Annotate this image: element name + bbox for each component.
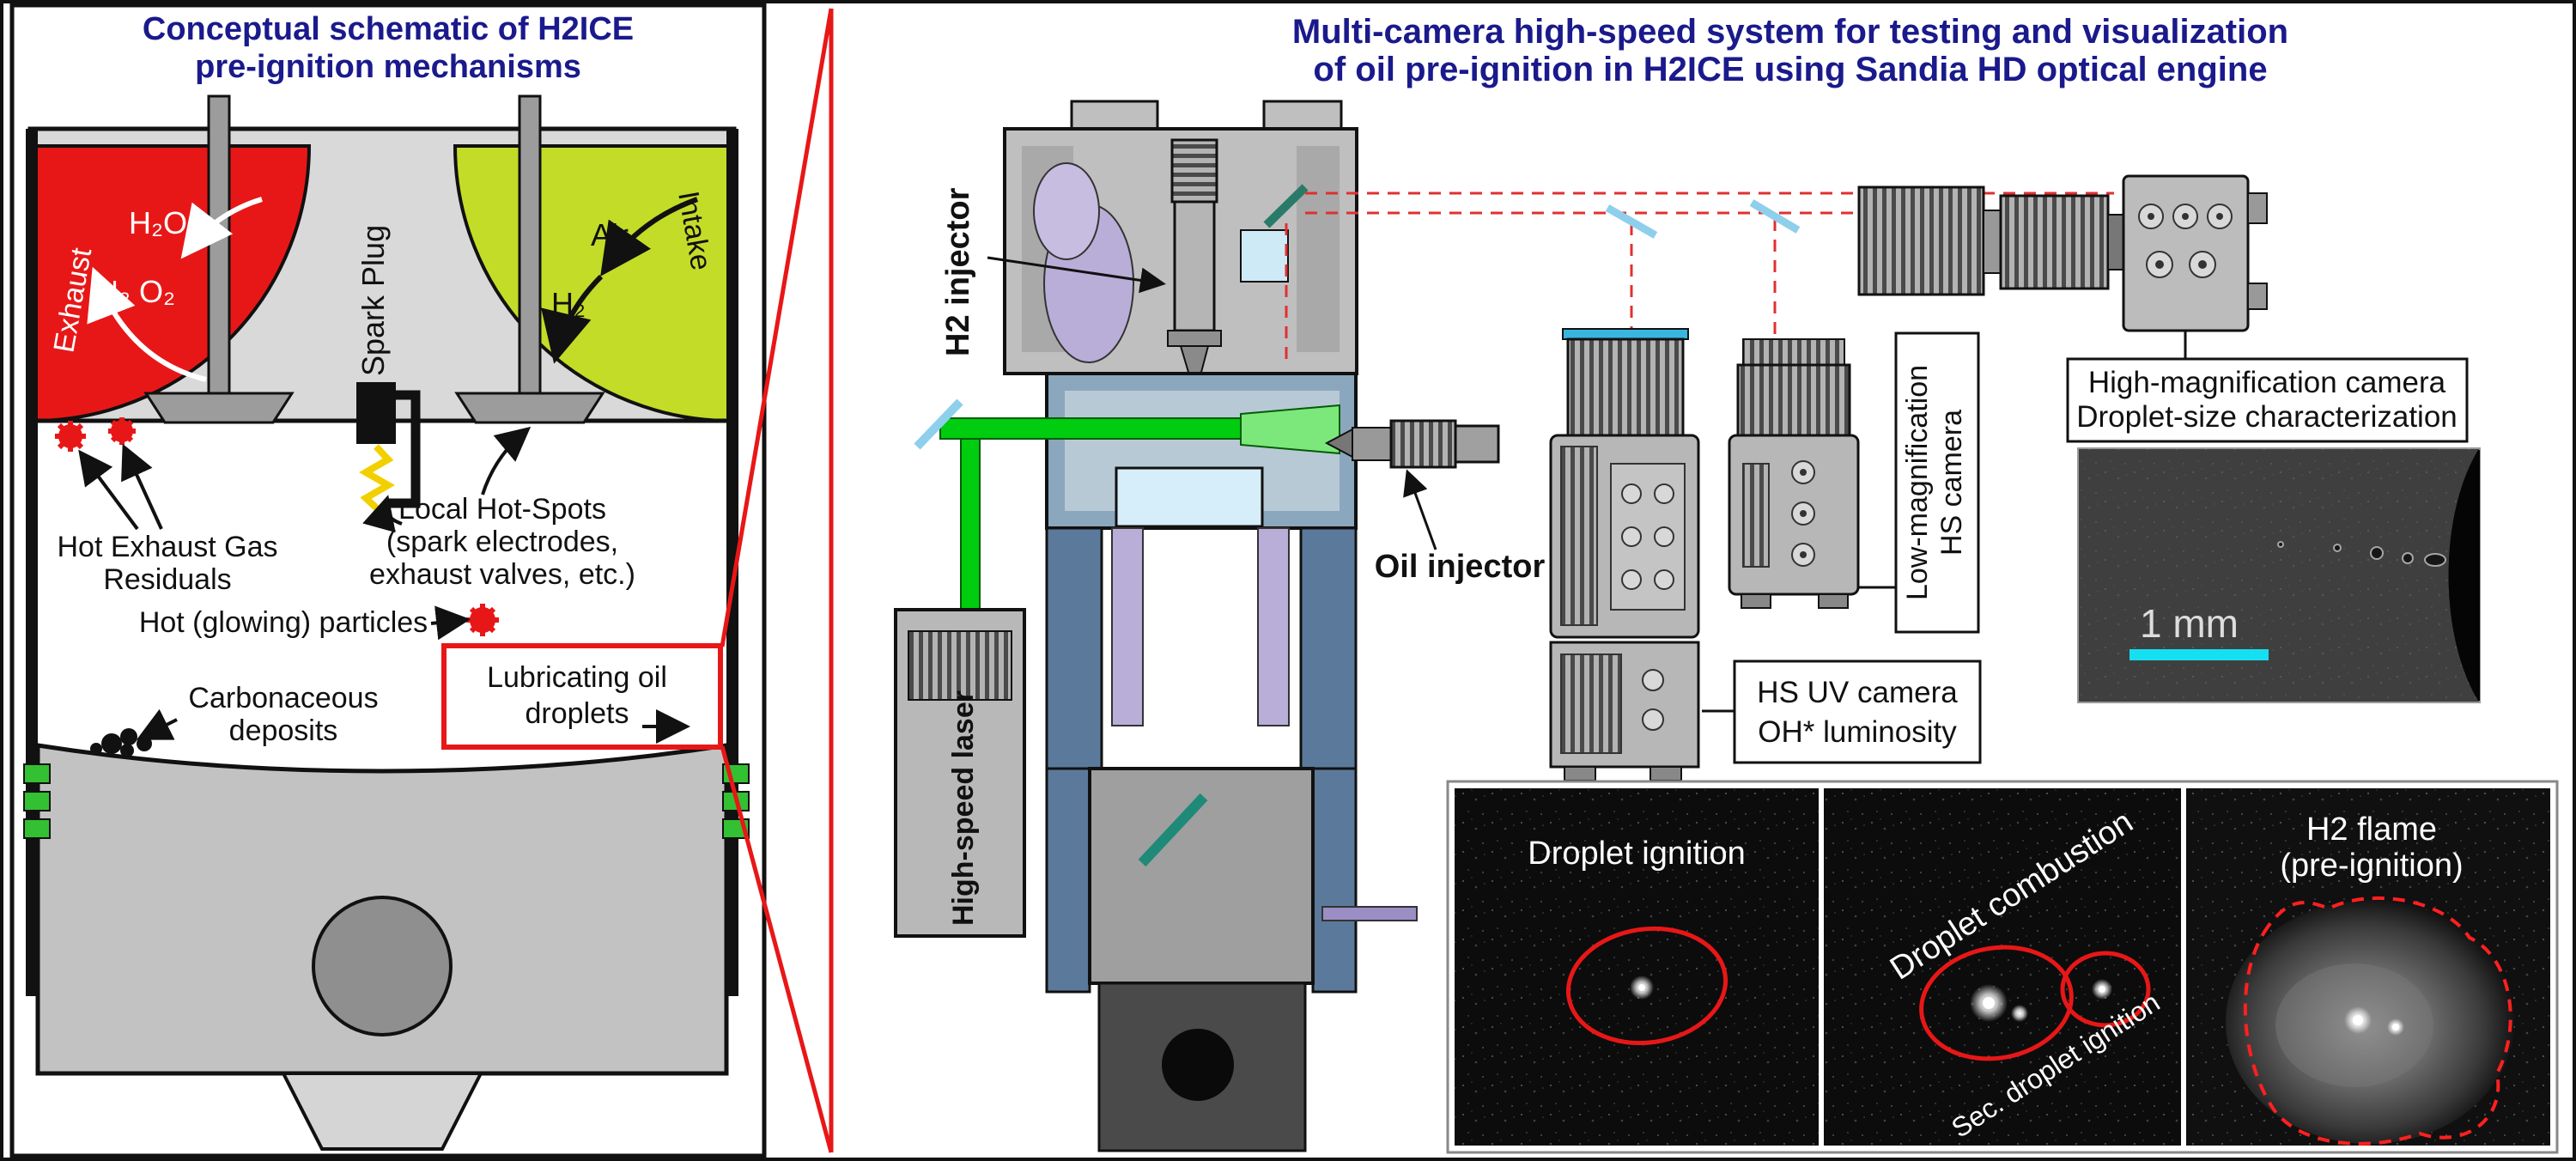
- combustion-marker-ellipse-1: [1919, 945, 2074, 1061]
- h2-injector-arrow: [987, 256, 1166, 294]
- uv-label-line1: HS UV camera: [1757, 676, 1958, 709]
- exhaust-flow-arrow-2: [180, 197, 263, 259]
- carbonaceous-arrow: [136, 708, 178, 740]
- ignition-marker-ellipse: [1565, 926, 1728, 1046]
- hot-exhaust-arrow-1: [78, 449, 139, 531]
- scale-bar: [2129, 649, 2269, 660]
- left-panel-title-line2: pre-ignition mechanisms: [195, 49, 581, 85]
- laser-label: High-speed laser: [947, 690, 980, 926]
- exhaust-flow-arrow: [87, 266, 207, 382]
- local-hotspots-label-line2: (spark electrodes,: [386, 526, 618, 558]
- optical-engine: [914, 100, 1500, 1152]
- image-droplet-combustion: Droplet combustion Sec. droplet ignition: [1824, 788, 2181, 1146]
- hot-residual-splat-icon-2: [108, 417, 136, 445]
- uv-camera-lens: [1566, 337, 1685, 437]
- right-panel-title-line2: of oil pre-ignition in H2ICE using Sandi…: [1313, 51, 2267, 88]
- right-panel: Multi-camera high-speed system for testi…: [894, 13, 2559, 1154]
- oil-injector-label: Oil injector: [1375, 549, 1546, 585]
- zoom-callout-lines: [720, 8, 834, 1153]
- hot-exhaust-label-line2: Residuals: [103, 563, 231, 596]
- lubricating-oil-label-line2: droplets: [526, 697, 629, 730]
- lowmag-camera: [1728, 338, 1896, 609]
- sapphire-window: [1115, 466, 1264, 528]
- hot-particles-arrow: [430, 605, 471, 641]
- hot-particles-label: Hot (glowing) particles: [139, 606, 428, 639]
- beam-splitter-icon-1: [1605, 204, 1658, 239]
- piston: [35, 743, 729, 1151]
- hot-particle-splat-icon: [466, 604, 499, 636]
- head-window: [1240, 229, 1289, 283]
- droplet-ignition-label: Droplet ignition: [1528, 836, 1745, 872]
- hot-exhaust-label-line1: Hot Exhaust Gas: [57, 531, 277, 563]
- h2-flame-label-line2: (pre-ignition): [2280, 848, 2463, 884]
- lowmag-label-line1: Low-magnification: [1901, 365, 1934, 600]
- h2-flame-label-line1: H2 flame: [2306, 811, 2437, 848]
- spark-plug-icon: [356, 382, 421, 513]
- crank-bore: [1162, 1029, 1234, 1101]
- highmag-label-line2: Droplet-size characterization: [2076, 400, 2458, 434]
- spark-plug-label: Spark Plug: [355, 225, 391, 376]
- hot-exhaust-arrow-2: [121, 443, 163, 530]
- top-mirror-icon: [1263, 184, 1309, 228]
- laser-beam-vertical: [960, 429, 981, 612]
- intake-valve: [454, 94, 605, 424]
- highmag-lens-2: [1999, 194, 2110, 290]
- droplet-size-image: 1 mm: [2077, 447, 2481, 703]
- image-droplet-ignition: Droplet ignition: [1455, 788, 1819, 1146]
- right-panel-title-line1: Multi-camera high-speed system for testi…: [1292, 13, 2288, 51]
- piston-skirt: [280, 1072, 484, 1151]
- highmag-body: [2122, 174, 2250, 332]
- uv-camera: [1549, 328, 1700, 781]
- combustion-marker-ellipse-2: [2060, 951, 2151, 1028]
- left-panel-title-line1: Conceptual schematic of H2ICE: [143, 11, 634, 47]
- flame-outline-dashed: [2243, 896, 2512, 1146]
- local-hotspots-label-line3: exhaust valves, etc.): [369, 558, 635, 591]
- scale-bar-label: 1 mm: [2140, 601, 2239, 646]
- piston-rings-left: [23, 763, 51, 839]
- highmag-label-line1: High-magnification camera: [2088, 366, 2446, 399]
- h2-injector: [1167, 138, 1222, 398]
- oil-injector-arrow: [1403, 469, 1437, 550]
- lubricating-oil-label-line1: Lubricating oil: [487, 661, 667, 694]
- highmag-label-box: [2066, 357, 2469, 443]
- hot-residual-splat-icon: [55, 421, 86, 452]
- left-panel: Conceptual schematic of H2ICE pre-igniti…: [9, 3, 767, 1158]
- intake-flow-arrow-2: [541, 274, 604, 364]
- piston-mirror-icon: [1138, 793, 1208, 867]
- laser-beam-horizontal: [939, 417, 1242, 440]
- oil-injector: [1324, 419, 1500, 469]
- uv-label-line2: OH* luminosity: [1758, 715, 1957, 749]
- h2-injector-label: H2 injector: [940, 187, 976, 356]
- uv-filter: [1562, 328, 1689, 340]
- highmag-lens-1: [1857, 185, 1985, 296]
- lowmag-label-line2: HS camera: [1935, 410, 1968, 556]
- local-hotspots-arrow-1: [362, 495, 403, 533]
- h2o-label: H₂O: [129, 205, 187, 240]
- carbonaceous-label-line2: deposits: [229, 714, 338, 747]
- carbonaceous-label-line1: Carbonaceous: [188, 682, 378, 714]
- image-h2-flame: H2 flame (pre-ignition): [2186, 788, 2550, 1146]
- image-strip: Droplet ignition Droplet combustion Sec.…: [1446, 780, 2559, 1154]
- beam-splitter-icon-2: [1749, 199, 1801, 234]
- laser-sheet: [1240, 404, 1340, 455]
- intake-flow-arrow: [600, 197, 699, 277]
- wrist-pin: [312, 896, 453, 1036]
- lowmag-camera-lens: [1736, 363, 1851, 437]
- laser-box: [894, 608, 1026, 938]
- local-hotspots-label-line1: Local Hot-Spots: [398, 493, 606, 526]
- laser-mirror-icon: [914, 398, 963, 450]
- uv-label-box: [1733, 660, 1982, 764]
- local-hotspots-arrow-2: [481, 426, 532, 495]
- lowmag-label-box: [1894, 331, 1980, 634]
- highmag-camera: [1857, 174, 2268, 359]
